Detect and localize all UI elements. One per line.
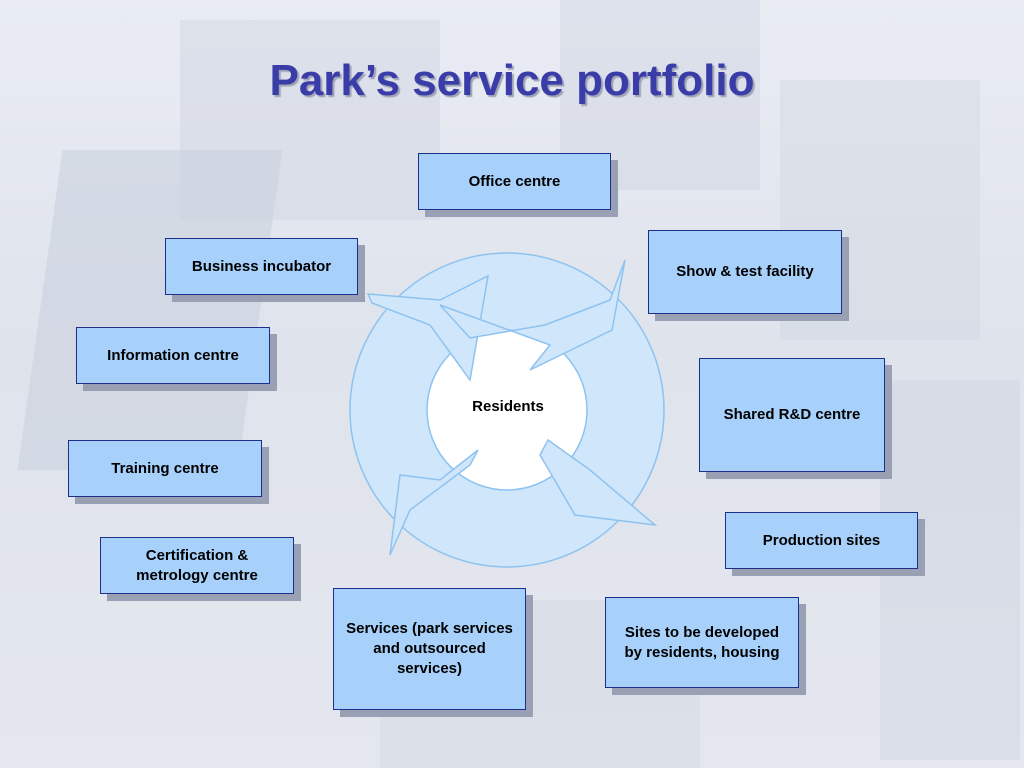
show-test-facility-box: Show & test facility <box>648 230 842 314</box>
service-label: Certification & metrology centre <box>136 546 258 584</box>
service-label: Information centre <box>107 346 239 364</box>
office-centre-box: Office centre <box>418 153 611 210</box>
sites-housing-box: Sites to be developed by residents, hous… <box>605 597 799 688</box>
service-label: Training centre <box>111 459 219 477</box>
service-label: Shared R&D centre <box>723 406 861 423</box>
certification-metrology-box: Certification & metrology centre <box>100 537 294 594</box>
service-label: Production sites <box>762 531 881 549</box>
service-label: Services (park services and outsourced s… <box>346 620 513 677</box>
business-incubator-box: Business incubator <box>165 238 358 295</box>
shared-rnd-centre-box: Shared R&D centre <box>699 358 885 472</box>
training-centre-box: Training centre <box>68 440 262 497</box>
services-box: Services (park services and outsourced s… <box>333 588 526 710</box>
page-title: Park’s service portfolio <box>269 56 755 105</box>
cycle-arrow-top-left <box>366 274 489 382</box>
background-photo-shape <box>880 380 1020 760</box>
background-photo-shape <box>180 20 440 220</box>
service-label: Sites to be developed by residents, hous… <box>624 623 780 661</box>
cycle-arrow-bottom-left <box>389 449 479 556</box>
residents-label: Residents <box>472 398 544 415</box>
information-centre-box: Information centre <box>76 327 270 384</box>
service-label: Office centre <box>468 172 561 190</box>
cycle-arrow-top-right <box>439 259 626 371</box>
production-sites-box: Production sites <box>725 512 918 569</box>
cycle-arrow-bottom-right <box>539 438 658 527</box>
service-label: Show & test facility <box>676 263 814 280</box>
service-label: Business incubator <box>191 257 332 275</box>
